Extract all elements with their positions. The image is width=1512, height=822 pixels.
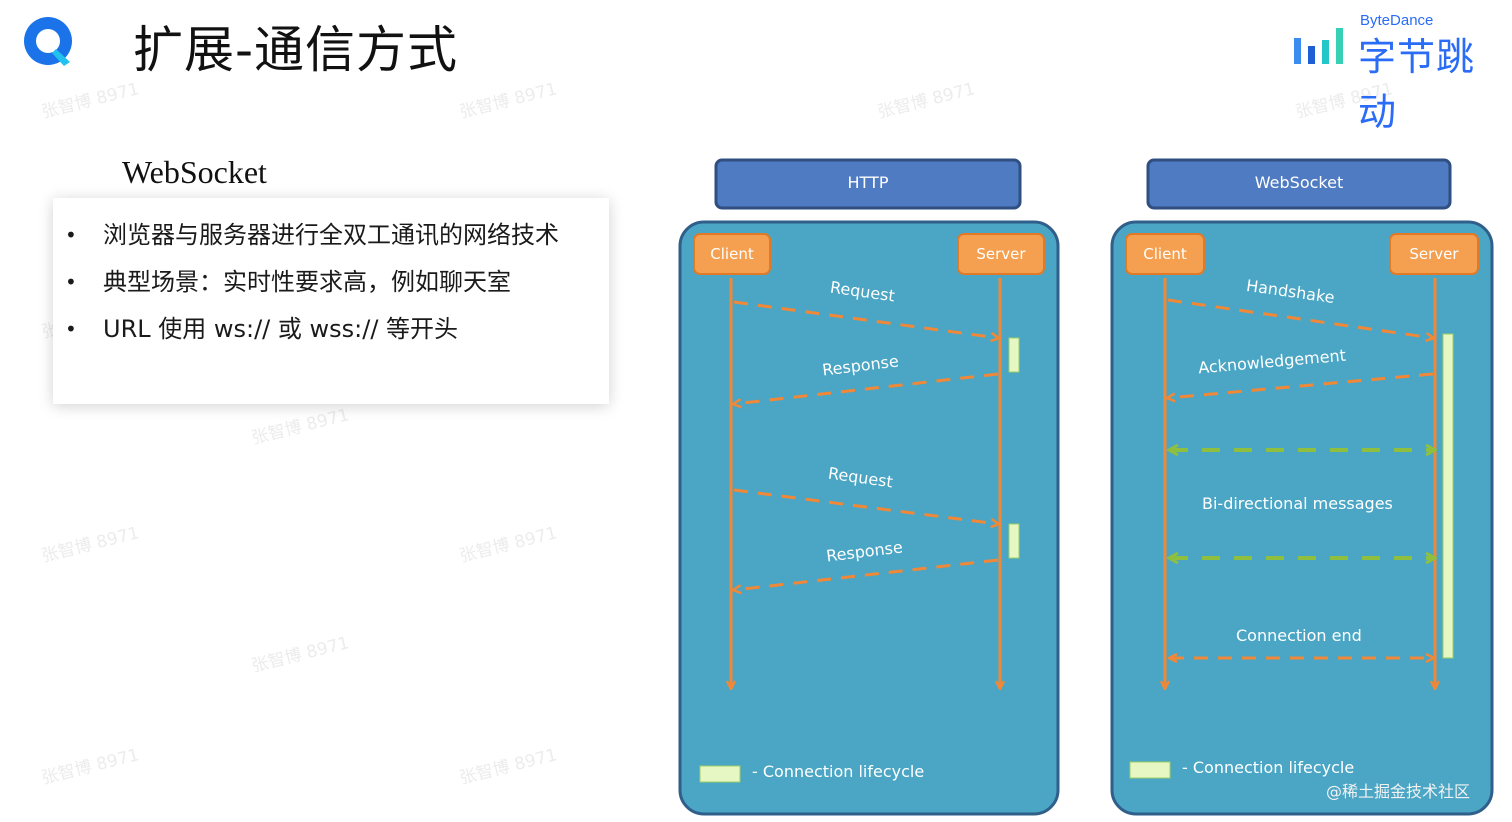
http-legend-label: - Connection lifecycle — [752, 762, 925, 781]
websocket-diagram-graphic — [1110, 158, 1494, 816]
watermark: 张智博 8971 — [39, 745, 142, 789]
watermark: 张智博 8971 — [249, 405, 352, 449]
ws-client-label: Client — [1143, 245, 1187, 263]
watermark: 张智博 8971 — [875, 79, 978, 123]
bullet-item: 典型场景：实时性要求高，例如聊天室 — [53, 259, 583, 306]
http-legend-swatch — [699, 765, 741, 783]
http-server-node — [957, 233, 1045, 275]
bytedance-bars-icon — [1294, 28, 1343, 64]
watermark: 张智博 8971 — [39, 523, 142, 567]
bullet-card: 浏览器与服务器进行全双工通讯的网络技术 典型场景：实时性要求高，例如聊天室 UR… — [53, 198, 609, 404]
ws-bidirectional-label: Bi-directional messages — [1202, 494, 1393, 513]
bullet-list: 浏览器与服务器进行全双工通讯的网络技术 典型场景：实时性要求高，例如聊天室 UR… — [53, 212, 583, 353]
ws-panel — [1110, 220, 1494, 816]
ws-header-label: WebSocket — [1254, 173, 1344, 192]
ws-server-node — [1389, 233, 1479, 275]
ws-client-node — [1125, 233, 1205, 275]
http-diagram-graphic — [678, 158, 1060, 816]
http-header-box — [714, 158, 1022, 210]
watermark: 张智博 8971 — [39, 79, 142, 123]
watermark: 张智博 8971 — [457, 79, 560, 123]
credit-watermark: @稀土掘金技术社区 — [1326, 782, 1471, 801]
ws-legend-label: - Connection lifecycle — [1182, 758, 1355, 777]
section-heading: WebSocket — [122, 154, 267, 190]
slide-title: 扩展-通信方式 — [133, 21, 459, 79]
watermark: 张智博 8971 — [249, 633, 352, 677]
ws-header-box — [1146, 158, 1452, 210]
watermark: 张智博 8971 — [457, 745, 560, 789]
bytedance-logo: ByteDance 字节跳动 — [1292, 12, 1507, 134]
http-header-label: HTTP — [847, 173, 889, 192]
ws-server-label: Server — [1409, 245, 1459, 263]
bullet-item: 浏览器与服务器进行全双工通讯的网络技术 — [53, 212, 583, 259]
app-logo-icon — [24, 17, 72, 66]
ws-legend-swatch — [1129, 761, 1171, 779]
http-diagram: HTTP Client Server Request Response Requ… — [676, 156, 1064, 818]
brand-name-cn: 字节跳动 — [1358, 35, 1476, 134]
http-client-node — [693, 233, 771, 275]
http-server-label: Server — [976, 245, 1026, 263]
watermark: 张智博 8971 — [457, 523, 560, 567]
ws-connection-end-label: Connection end — [1236, 626, 1362, 645]
brand-name-en: ByteDance — [1360, 12, 1434, 29]
http-client-label: Client — [710, 245, 754, 263]
bullet-item: URL 使用 ws:// 或 wss:// 等开头 — [53, 306, 583, 353]
websocket-diagram: WebSocket Client Server Handshake Acknow… — [1108, 156, 1498, 818]
http-panel — [678, 220, 1060, 816]
